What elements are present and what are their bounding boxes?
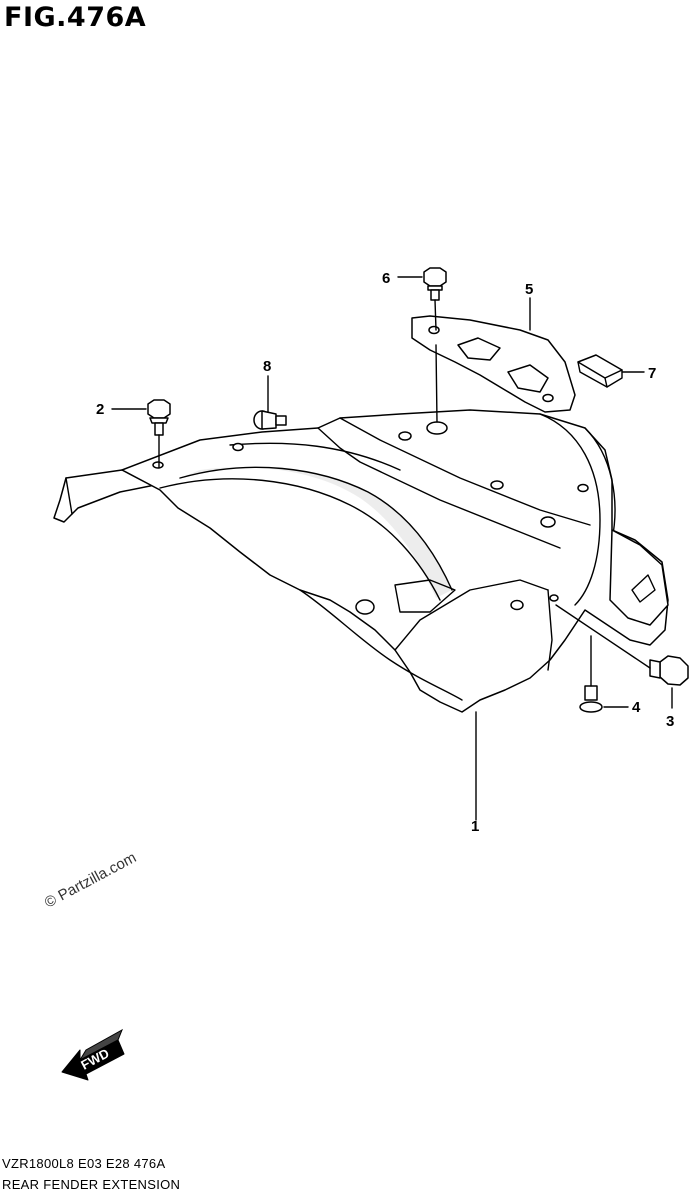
callout-5[interactable]: 5: [525, 281, 533, 298]
section-name-text: REAR FENDER EXTENSION: [2, 1177, 181, 1192]
bracket-part[interactable]: [411, 315, 576, 413]
bolt-6-part[interactable]: [423, 267, 447, 301]
cushion-part[interactable]: [577, 354, 623, 388]
callout-7[interactable]: 7: [648, 365, 656, 382]
leader-6-bracket: [434, 299, 437, 331]
model-code-text: VZR1800L8 E03 E28 476A: [2, 1156, 166, 1171]
callout-4[interactable]: 4: [632, 699, 641, 716]
leader-bracket-fender: [435, 344, 438, 423]
leader-3-fender: [555, 604, 651, 669]
callout-2[interactable]: 2: [96, 401, 104, 418]
callout-1[interactable]: 1: [471, 818, 479, 835]
fwd-direction-arrow: FWD: [61, 1028, 125, 1081]
figure-title: FIG.476A: [4, 2, 147, 33]
rear-fender-extension-part[interactable]: [53, 409, 669, 713]
callout-8[interactable]: 8: [263, 358, 271, 375]
callout-6[interactable]: 6: [382, 270, 390, 287]
bolt-3-part[interactable]: [649, 655, 689, 686]
watermark-text: © Partzilla.com: [42, 849, 139, 911]
callout-3[interactable]: 3: [666, 713, 674, 730]
bolt-8-part[interactable]: [253, 410, 287, 430]
bolt-2-part[interactable]: [147, 399, 171, 436]
nut-4-part[interactable]: [579, 685, 603, 713]
